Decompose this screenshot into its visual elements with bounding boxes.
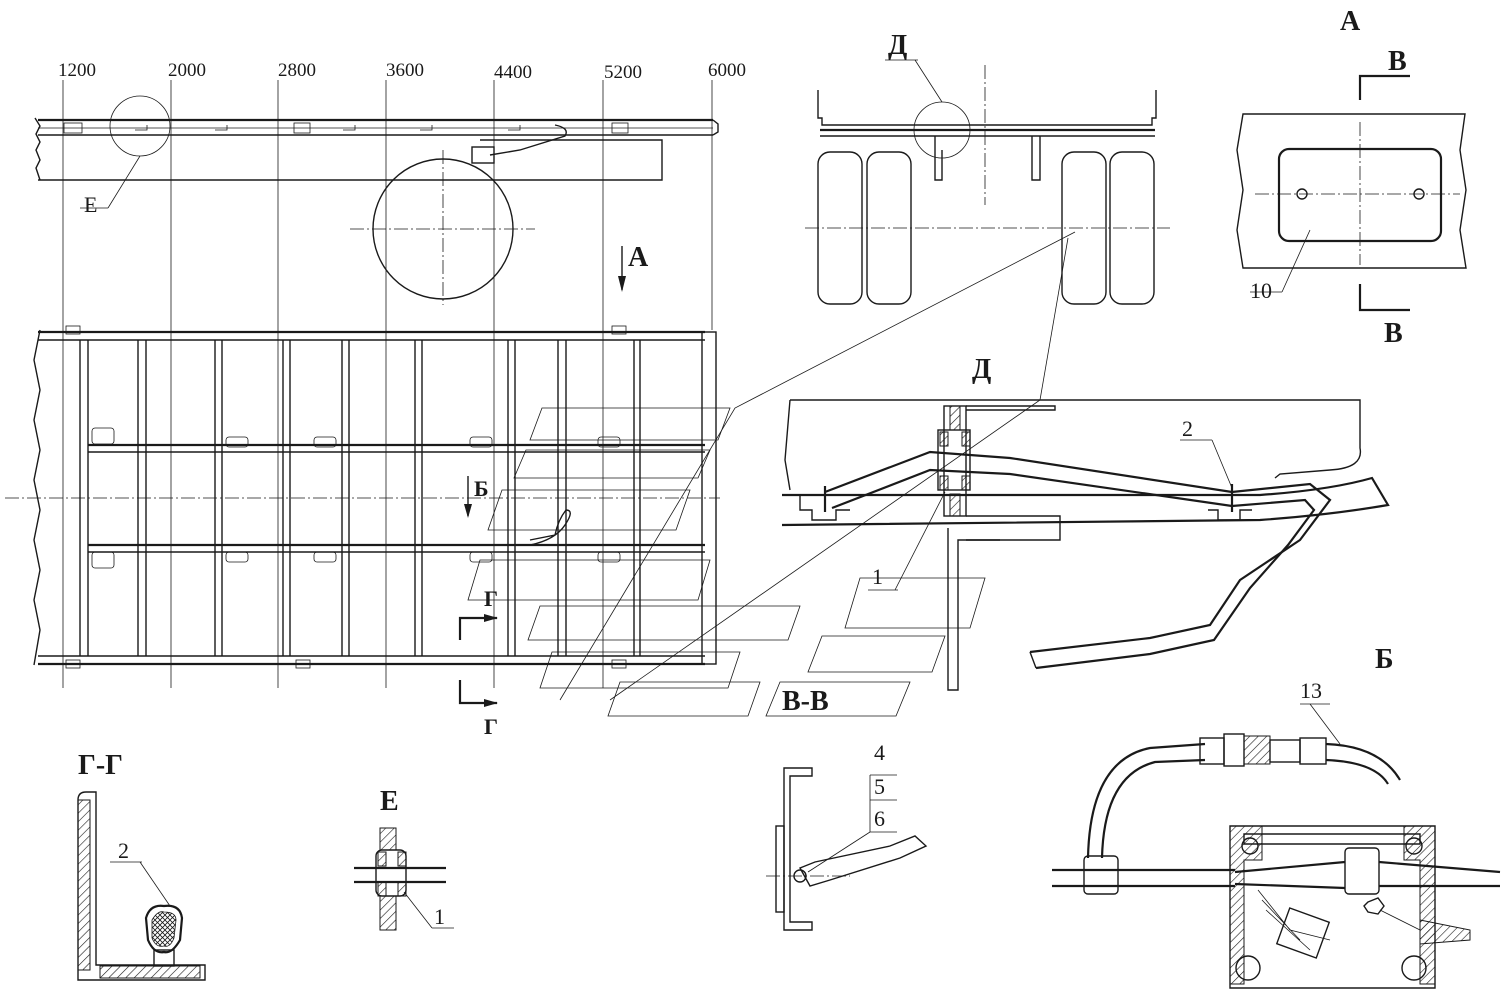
dim-2800: 2800	[278, 60, 316, 81]
section-V-top: В	[1388, 46, 1407, 77]
plan-view: Б Г Г	[5, 325, 720, 739]
view-B: Б 13	[1052, 644, 1501, 989]
section-G-top: Г	[484, 586, 498, 611]
section-VV-title: В-В	[782, 686, 829, 717]
part-10: 10	[1250, 278, 1272, 303]
part-1-detail-D: 1	[872, 564, 883, 589]
dimension-marks: 1200 2000 2800 3600 4400 5200 6000	[58, 60, 746, 83]
part-13: 13	[1300, 678, 1322, 703]
dim-5200: 5200	[604, 62, 642, 83]
view-arrow-A: А	[618, 242, 649, 292]
label-E: Е	[84, 192, 97, 217]
section-VV: В-В 4 5 6	[766, 686, 928, 931]
arrow-A-label: А	[628, 242, 649, 273]
view-A: А В В 10	[1236, 6, 1467, 349]
section-GG: Г-Г 2	[77, 750, 206, 981]
detail-D: Д 1 2	[781, 354, 1390, 691]
section-V-bottom: В	[1384, 318, 1403, 349]
dim-1200: 1200	[58, 60, 96, 81]
dim-4400: 4400	[494, 62, 532, 83]
part-2-section-GG: 2	[118, 838, 129, 863]
section-GG-title: Г-Г	[78, 750, 123, 781]
leader-lines	[467, 231, 1076, 717]
part-6: 6	[874, 806, 885, 831]
rear-view: Д	[805, 30, 1170, 305]
dim-2000: 2000	[168, 60, 206, 81]
detail-D-title: Д	[972, 354, 991, 385]
arrow-B-label: Б	[474, 476, 489, 501]
dim-6000: 6000	[708, 60, 746, 81]
view-B-title: Б	[1375, 644, 1394, 675]
label-D-small: Д	[888, 30, 907, 61]
side-view-top: Е	[34, 95, 719, 305]
part-1-detail-E: 1	[434, 904, 445, 929]
view-A-title: А	[1340, 6, 1361, 37]
dim-3600: 3600	[386, 60, 424, 81]
part-2-detail-D: 2	[1182, 416, 1193, 441]
part-4: 4	[874, 740, 885, 765]
detail-E-title: Е	[380, 786, 399, 817]
detail-E: Е 1	[354, 786, 454, 931]
section-G-bottom: Г	[484, 714, 498, 739]
dimension-lines	[62, 80, 713, 688]
part-5: 5	[874, 774, 885, 799]
